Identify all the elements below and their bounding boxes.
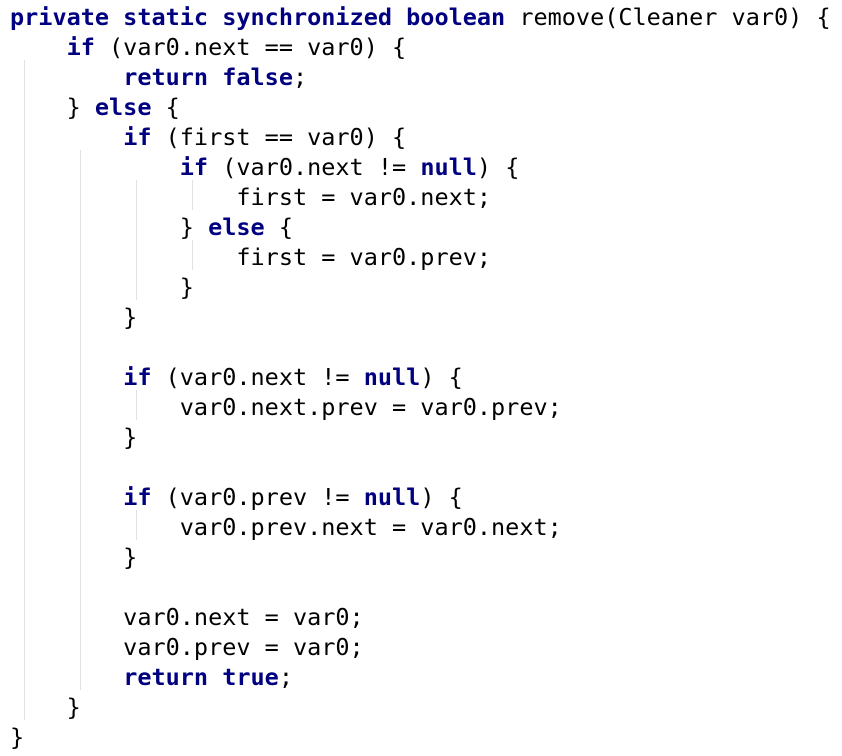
code-line[interactable]: var0.next = var0; [10,602,831,632]
code-line[interactable]: first = var0.prev; [10,242,831,272]
code-token: ) { [420,483,463,511]
code-token: { [151,93,180,121]
code-line[interactable]: if (var0.next == var0) { [10,32,831,62]
code-keyword: null [363,483,421,511]
code-line[interactable]: } [10,542,831,572]
code-token: } [10,303,138,331]
code-line[interactable]: if (var0.next != null) { [10,152,831,182]
code-token [10,663,123,691]
code-token: } [10,213,209,241]
code-token [10,483,123,511]
code-keyword: else [94,93,152,121]
code-keyword: if [123,483,152,511]
code-line[interactable]: private static synchronized boolean remo… [10,2,831,32]
code-keyword: if [66,33,95,61]
indent-guide-level-3c [136,510,137,540]
code-token: var0.next.prev = var0.prev; [10,393,562,421]
indent-guide-level-1 [24,60,25,720]
code-token: } [10,423,138,451]
code-line[interactable]: } [10,272,831,302]
code-token: (var0.prev != [151,483,364,511]
code-line[interactable]: } [10,422,831,452]
code-line[interactable]: } [10,692,831,722]
code-token: remove(Cleaner var0) { [505,3,831,31]
code-line[interactable]: } else { [10,92,831,122]
indent-guide-level-4b [192,240,193,270]
indent-guide-level-2 [80,150,81,690]
code-keyword: return false [123,63,293,91]
code-token [10,153,180,181]
code-token [10,363,123,391]
code-token: } [10,93,95,121]
code-token: (first == var0) { [151,123,407,151]
code-line[interactable]: var0.prev = var0; [10,632,831,662]
code-line[interactable]: } else { [10,212,831,242]
indent-guide-level-4 [192,180,193,210]
code-line[interactable]: } [10,302,831,332]
code-token: var0.next = var0; [10,603,364,631]
code-token: (var0.next == var0) { [94,33,407,61]
code-keyword: return true [123,663,279,691]
code-line[interactable]: } [10,722,831,752]
code-keyword: null [363,363,421,391]
code-keyword: if [179,153,209,181]
code-token: ; [278,663,293,691]
code-token: first = var0.prev; [10,243,492,271]
code-line[interactable]: if (first == var0) { [10,122,831,152]
code-line[interactable]: return true; [10,662,831,692]
code-line[interactable] [10,452,831,482]
code-keyword: if [123,363,152,391]
code-line[interactable]: var0.next.prev = var0.prev; [10,392,831,422]
code-keyword: private static synchronized boolean [10,3,506,31]
code-keyword: if [123,123,152,151]
code-keyword: null [420,153,477,181]
indent-guide-level-3 [136,180,137,300]
code-token [10,63,123,91]
code-text[interactable]: private static synchronized boolean remo… [10,2,831,752]
code-token: var0.prev.next = var0.next; [10,513,562,541]
code-token: ) { [476,153,520,181]
code-token: } [10,273,194,301]
code-line[interactable]: if (var0.prev != null) { [10,482,831,512]
code-line[interactable]: var0.prev.next = var0.next; [10,512,831,542]
code-token [10,123,123,151]
indent-guide-level-3b [136,390,137,420]
code-line[interactable] [10,332,831,362]
code-line[interactable]: if (var0.next != null) { [10,362,831,392]
code-token [10,33,67,61]
code-line[interactable]: return false; [10,62,831,92]
code-token: } [10,693,81,721]
code-token: first = var0.next; [10,183,492,211]
code-token: (var0.next != [151,363,364,391]
code-token: ) { [420,363,463,391]
code-token: { [264,213,293,241]
code-token: ; [292,63,308,91]
code-keyword: else [208,213,265,241]
code-line[interactable] [10,572,831,602]
code-line[interactable]: first = var0.next; [10,182,831,212]
code-token: } [10,723,25,751]
code-token: (var0.next != [208,153,421,181]
code-token: var0.prev = var0; [10,633,364,661]
code-token: } [10,543,138,571]
